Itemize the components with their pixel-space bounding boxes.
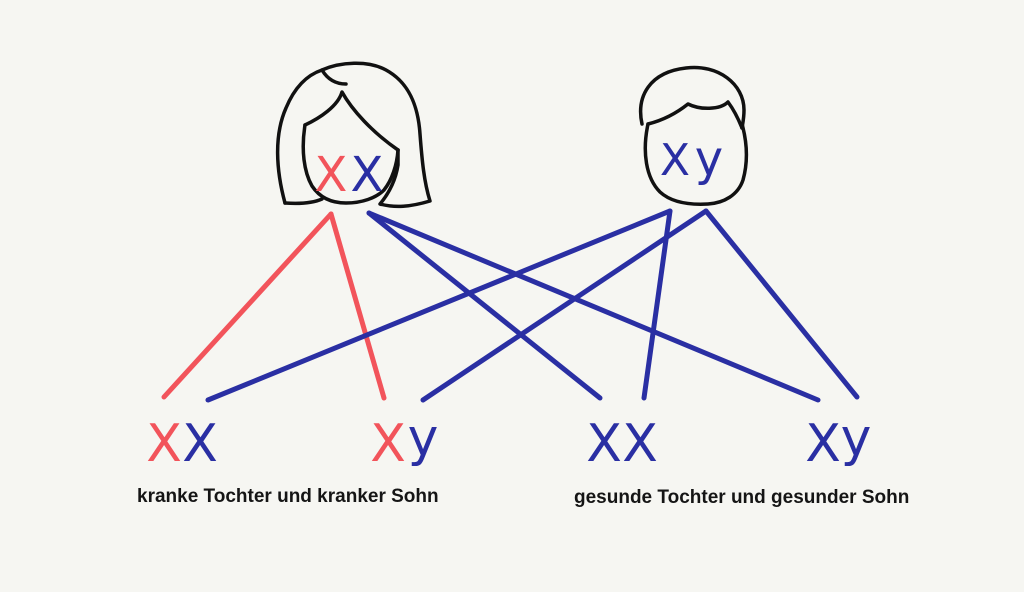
child-4-chromosome-1: X (805, 414, 841, 474)
line-mother-affected-to-child-2 (328, 211, 387, 401)
child-2-chromosome-2: y (408, 408, 439, 468)
father-chromosome-2: y (695, 131, 723, 187)
child-4-chromosome-2: y (841, 408, 872, 468)
child-1-chromosome-2: X (182, 414, 218, 474)
line-mother-healthy-to-child-3 (366, 210, 603, 401)
line-mother-affected-to-child-1 (161, 211, 334, 400)
line-father-x-to-child-1 (205, 208, 673, 403)
inheritance-lines (161, 208, 860, 403)
man-head-icon (639, 65, 748, 206)
caption-affected-children: kranke Tochter und kranker Sohn (137, 486, 439, 507)
line-mother-healthy-to-child-4 (366, 210, 821, 403)
mother-chromosome-1: X (315, 147, 348, 203)
child-1-chromosome-1: X (146, 414, 182, 474)
child-3-chromosome-1: X (586, 414, 622, 474)
father-chromosome-1: X (660, 135, 690, 186)
child-2-chromosome-1: X (370, 414, 406, 474)
chromosome-labels: X X X y X X X y X X X y (146, 131, 871, 474)
caption-healthy-children: gesunde Tochter und gesunder Sohn (574, 487, 910, 508)
mother-chromosome-2: X (351, 147, 384, 203)
line-father-y-to-child-2 (420, 208, 709, 403)
line-father-y-to-child-4 (703, 208, 860, 400)
line-father-x-to-child-3 (641, 208, 673, 401)
woman-head-icon (275, 61, 432, 209)
child-3-chromosome-2: X (622, 414, 658, 474)
